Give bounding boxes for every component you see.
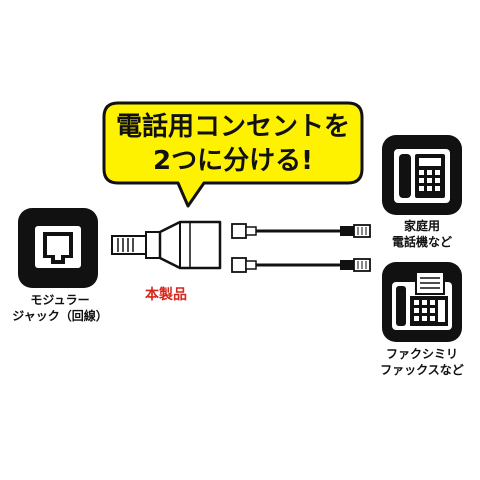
- jack-label-line-2: ジャック（回線）: [12, 309, 108, 323]
- jack-label-line-1: モジュラー: [30, 293, 90, 307]
- phone-label-line-1: 家庭用: [403, 219, 440, 233]
- cable-upper: [231, 223, 371, 239]
- fax-icon: [382, 262, 462, 342]
- telephone-icon: [382, 135, 462, 215]
- fax-label-line-2: ファックスなど: [380, 363, 464, 377]
- callout-line-1: 電話用コンセントを: [115, 112, 350, 142]
- cable-lower: [231, 257, 371, 273]
- callout-line-2: 2つに分ける!: [153, 146, 313, 176]
- fax-label: ファクシミリ ファックスなど: [374, 346, 470, 378]
- product-label: 本製品: [145, 287, 187, 303]
- callout-text: 電話用コンセントを 2つに分ける!: [104, 110, 362, 178]
- splitter-adapter-icon: [111, 220, 222, 270]
- phone-label-line-2: 電話機など: [391, 235, 452, 249]
- modular-jack-icon: [18, 208, 98, 288]
- cables-icon: [231, 223, 371, 273]
- jack-label: モジュラー ジャック（回線）: [12, 292, 108, 324]
- fax-label-line-1: ファクシミリ: [385, 347, 458, 361]
- phone-label: 家庭用 電話機など: [380, 218, 464, 250]
